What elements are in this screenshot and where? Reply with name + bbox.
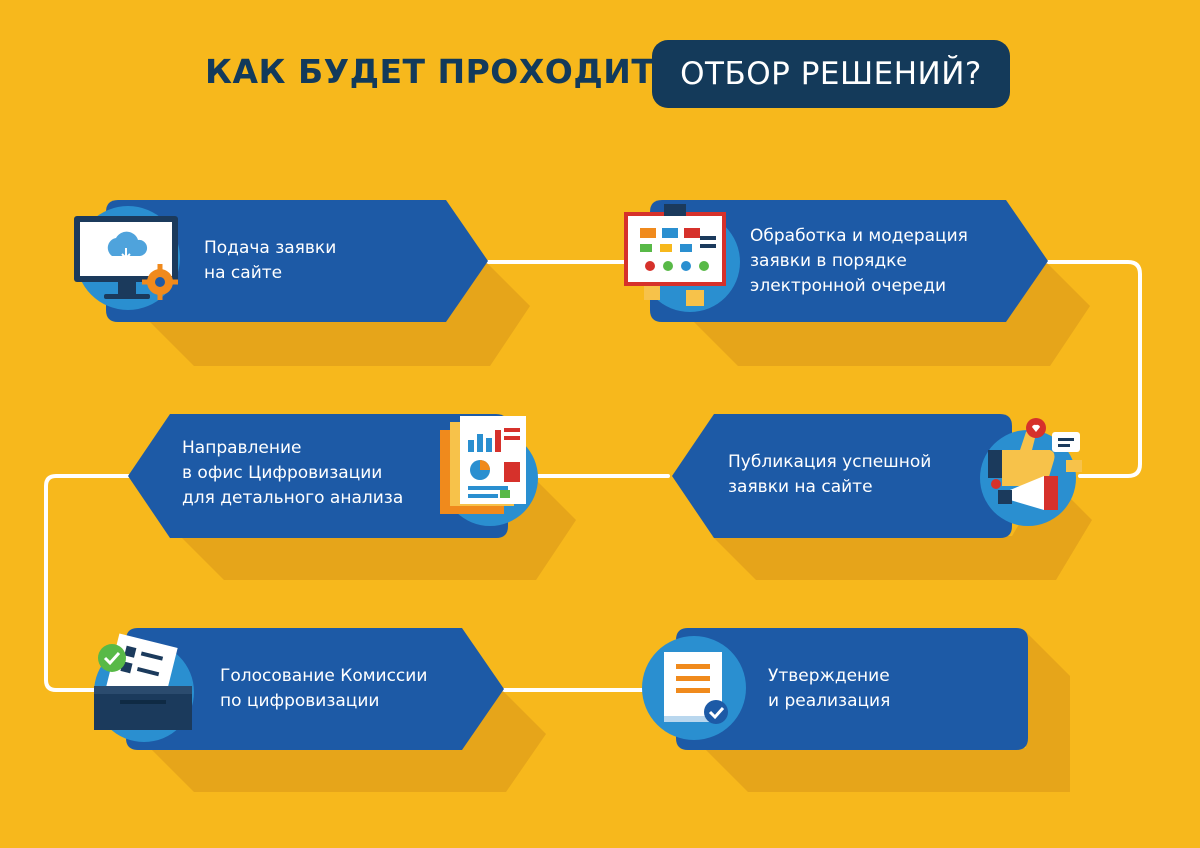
step2-text: Обработка и модерация заявки в порядке э… [750, 224, 968, 299]
step6-line1: Утверждение [768, 666, 890, 686]
step2-line3: электронной очереди [750, 276, 947, 296]
step-cards [106, 200, 1048, 750]
step3-line2: в офис Цифровизации [182, 463, 383, 483]
cloud-monitor-icon [74, 206, 180, 310]
flowchart-board-icon [624, 204, 740, 312]
step1-text: Подача заявки на сайте [204, 236, 336, 286]
title-highlight-text: ОТБОР РЕШЕНИЙ? [680, 56, 982, 92]
card-step2 [650, 200, 1048, 322]
step6-text: Утверждение и реализация [768, 664, 890, 714]
step2-line2: заявки в порядке [750, 251, 907, 271]
approved-document-icon [642, 636, 746, 740]
card-step5 [126, 628, 504, 750]
step1-line1: Подача заявки [204, 238, 337, 258]
card-step4 [672, 414, 1012, 538]
connector-lines [44, 260, 1142, 692]
step6-line2: и реализация [768, 691, 891, 711]
step5-line1: Голосование Комиссии [220, 666, 428, 686]
step3-line3: для детального анализа [182, 488, 404, 508]
connector-step3-step5 [44, 474, 130, 692]
card-step1 [106, 200, 488, 322]
connector-step2-step4 [1044, 260, 1142, 478]
step3-text: Направление в офис Цифровизации для дета… [182, 436, 403, 511]
card-step6 [676, 628, 1028, 750]
report-documents-icon [440, 416, 538, 526]
step4-text: Публикация успешной заявки на сайте [728, 450, 931, 500]
ballot-box-icon [94, 633, 194, 742]
card-shadows [150, 262, 1092, 792]
step2-line1: Обработка и модерация [750, 226, 968, 246]
step5-text: Голосование Комиссии по цифровизации [220, 664, 427, 714]
card-step3 [128, 414, 508, 538]
title-heading: КАК БУДЕТ ПРОХОДИТЬ [205, 52, 681, 91]
step5-line2: по цифровизации [220, 691, 380, 711]
step4-line2: заявки на сайте [728, 477, 873, 497]
step1-line2: на сайте [204, 263, 283, 283]
step3-line1: Направление [182, 438, 302, 458]
title-highlight-pill: ОТБОР РЕШЕНИЙ? [652, 40, 1010, 108]
step4-line1: Публикация успешной [728, 452, 932, 472]
social-like-megaphone-icon [980, 418, 1082, 526]
